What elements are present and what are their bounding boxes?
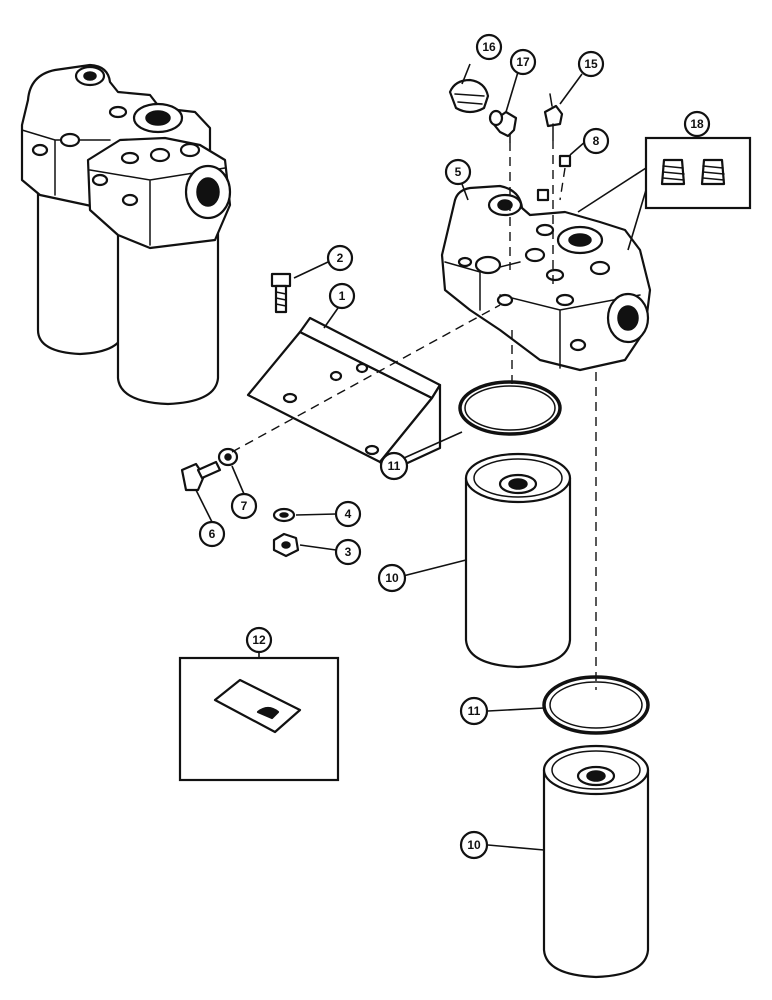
callout-label-17: 17 — [516, 55, 530, 69]
callout-7: 7 — [230, 492, 258, 520]
assembled-filter-unit — [20, 63, 232, 406]
leader-lines — [195, 63, 587, 851]
callout-label-11-upper: 11 — [388, 459, 401, 473]
callout-label-11-lower: 11 — [468, 704, 481, 718]
callout-1: 1 — [328, 282, 356, 310]
callout-label-10-lower: 10 — [467, 838, 481, 852]
callout-2: 2 — [326, 244, 354, 272]
callout-10-lower: 10 — [459, 830, 489, 860]
o-ring-upper — [458, 380, 562, 436]
lock-washer-part — [272, 507, 296, 523]
filter-element-upper — [464, 452, 572, 669]
alignment-lines — [231, 140, 597, 690]
bolt-part — [270, 272, 292, 314]
callout-label-6: 6 — [209, 527, 216, 541]
callout-label-16: 16 — [482, 40, 496, 54]
mounting-bracket — [246, 316, 442, 474]
callout-17: 17 — [509, 48, 537, 76]
callout-6: 6 — [198, 520, 226, 548]
callout-label-1: 1 — [339, 289, 346, 303]
filter-element-lower — [542, 744, 650, 979]
callout-label-10-upper: 10 — [385, 571, 399, 585]
fittings-group — [448, 78, 572, 202]
callout-4: 4 — [334, 500, 362, 528]
callout-16: 16 — [475, 33, 503, 61]
filter-head-assembly — [440, 184, 652, 372]
washer-part — [217, 447, 239, 467]
callout-label-5: 5 — [455, 165, 462, 179]
callout-label-8: 8 — [593, 134, 600, 148]
callout-label-3: 3 — [345, 545, 352, 559]
callout-3: 3 — [334, 538, 362, 566]
callout-label-12: 12 — [252, 633, 266, 647]
callout-label-15: 15 — [584, 57, 598, 71]
inset-box-12 — [178, 656, 340, 782]
callout-8: 8 — [582, 127, 610, 155]
inset-box-18 — [577, 136, 752, 251]
callout-label-18: 18 — [690, 117, 704, 131]
callout-label-7: 7 — [241, 499, 248, 513]
callout-11-lower: 11 — [459, 696, 489, 726]
nut-part — [272, 532, 300, 558]
callout-15: 15 — [577, 50, 605, 78]
callout-18: 18 — [683, 110, 711, 138]
callout-label-4: 4 — [345, 507, 352, 521]
callout-label-2: 2 — [337, 251, 344, 265]
callout-10-upper: 10 — [377, 563, 407, 593]
cap-screw-part — [180, 460, 222, 492]
callout-11-upper: 11 — [379, 451, 409, 481]
callout-5: 5 — [444, 158, 472, 186]
callout-12: 12 — [245, 626, 273, 654]
o-ring-lower — [542, 675, 650, 735]
